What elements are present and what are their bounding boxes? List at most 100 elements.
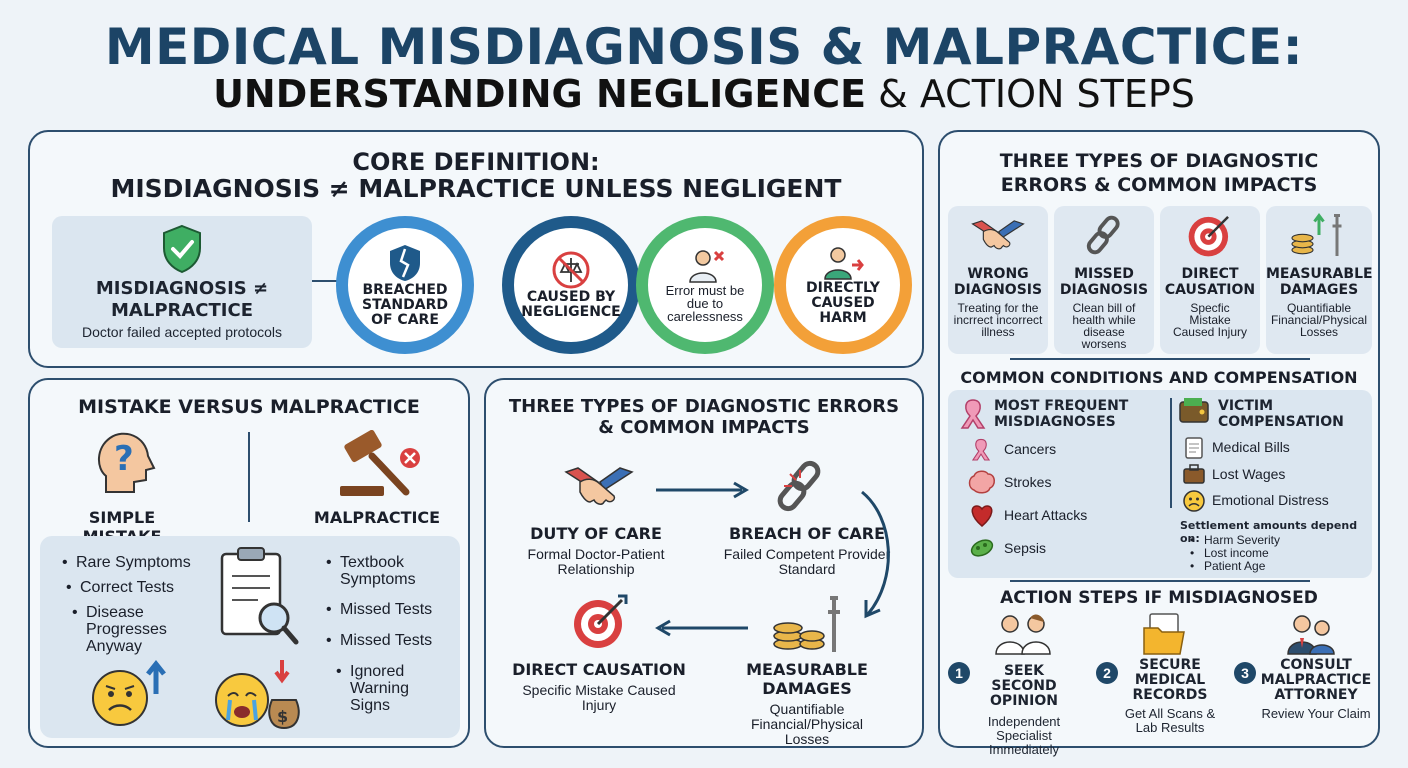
mistake-heading: MISTAKE VERSUS MALPRACTICE [78,396,420,418]
simple-mistake-list: Rare Symptoms Correct Tests Disease Prog… [62,554,212,655]
step-measurable-damages: MEASURABLE DAMAGES Quantifiable Financia… [712,660,902,747]
list-item: Harm Severity [1190,534,1280,548]
emotional-face-icon [1182,489,1206,513]
document-icon [1184,436,1204,460]
ring-breached-standard: BREACHED STANDARD OF CARE [336,216,474,354]
card-3-title: DIRECT CAUSATION [1164,266,1256,298]
column-divider [1170,398,1172,508]
list-item: Lost income [1190,547,1280,561]
broken-shield-icon [386,243,424,283]
right-heading-1: THREE TYPES OF DIAGNOSTIC [999,150,1319,172]
scales-prohibited-icon [551,250,591,290]
subtitle-bold: UNDERSTANDING NEGLIGENCE [213,72,867,116]
step-duty-of-care: DUTY OF CARE Formal Doctor-Patient Relat… [506,524,686,577]
step-breach-of-care: BREACH OF CARE Failed Competent Provider… [712,524,902,577]
action-secure-records: SECURE MEDICAL RECORDS Get All Scans & L… [1120,658,1220,735]
core-heading-2: MISDIAGNOSIS ≠ MALPRACTICE UNLESS NEGLIG… [110,174,842,203]
clipboard-magnifier-icon [218,546,300,650]
ring-directly-caused-harm: DIRECTLY CAUSED HARM [774,216,912,354]
subtitle-rest: & ACTION STEPS [866,72,1195,116]
handshake-icon [948,206,1048,252]
crying-money-icon: $ [214,656,314,732]
misdiagnosis-box-sub: Doctor failed accepted protocols [82,324,282,340]
card-4-sub: Quantifiable Financial/Physical Losses [1270,301,1368,339]
ring-1-text: BREACHED STANDARD OF CARE [362,281,448,328]
card-measurable-damages: MEASURABLE DAMAGES Quantifiable Financia… [1266,206,1373,354]
step-4-sub: Quantifiable Financial/Physical Losses [750,701,864,747]
list-item: Ignored Warning Signs [336,663,426,714]
list-item: Disease Progresses Anyway [72,604,182,655]
step-number-1: 1 [948,662,970,684]
card-2-sub: Clean bill of health while disease worse… [1072,301,1136,351]
page-subtitle: UNDERSTANDING NEGLIGENCE & ACTION STEPS [0,72,1408,116]
cycle-heading-1: THREE TYPES OF DIAGNOSTIC ERRORS [508,396,900,417]
step-number-2: 2 [1096,662,1118,684]
comp-item-medical-bills: Medical Bills [1212,439,1290,455]
list-item: Correct Tests [66,579,212,596]
folder-icon [1140,610,1188,658]
core-heading-1: CORE DEFINITION: [352,148,600,176]
ring-caused-by-negligence: CAUSED BY NEGLIGENCE [502,216,640,354]
freq-item-strokes: Strokes [1004,474,1052,490]
broken-chain-icon [770,456,830,516]
card-direct-causation: DIRECT CAUSATION Specfic Mistake Caused … [1160,206,1260,354]
action-1-sub: Independent Specialist Immediately [987,714,1061,757]
list-item: Rare Symptoms [62,554,212,571]
action-seek-second-opinion: SEEK SECOND OPINION Independent Speciali… [972,664,1076,757]
card-1-sub: Treating for the incrrect incorrect illn… [953,301,1043,339]
mistake-vs-malpractice-panel: MISTAKE VERSUS MALPRACTICE ? SIMPLE MIST… [28,378,470,748]
freq-item-sepsis: Sepsis [1004,540,1047,556]
action-3-sub: Review Your Claim [1261,706,1371,721]
shield-check-icon [160,224,204,274]
broken-chain-icon [1054,206,1154,258]
brain-icon [968,470,996,494]
conditions-box: MOST FREQUENT MISDIAGNOSES Cancers Strok… [948,390,1372,578]
action-3-title: CONSULT MALPRACTICE ATTORNEY [1260,657,1372,703]
conditions-heading: COMMON CONDITIONS AND COMPENSATION [960,368,1358,387]
section-divider-2 [1010,580,1310,582]
bacteria-icon [968,536,996,560]
head-question-icon: ? [92,428,156,496]
briefcase-icon [1182,463,1206,485]
step-4-title: MEASURABLE DAMAGES [746,660,868,698]
divider-line [248,432,250,522]
coins-crutch-icon [1266,206,1372,258]
comp-title: VICTIM COMPENSATION [1218,398,1344,430]
card-missed-diagnosis: MISSED DIAGNOSIS Clean bill of health wh… [1054,206,1154,354]
arrow-right [656,481,749,499]
cancer-ribbon-icon [970,436,992,462]
card-4-title: MEASURABLE DAMAGES [1266,266,1373,298]
malpractice-label: MALPRACTICE [313,508,441,527]
frowning-face-icon [90,658,170,728]
right-summary-panel: THREE TYPES OF DIAGNOSTIC ERRORS & COMMO… [938,130,1380,757]
misdiagnosis-box: MISDIAGNOSIS ≠ MALPRACTICE Doctor failed… [52,216,312,348]
section-divider [1010,358,1310,360]
settle-list: Harm Severity Lost income Patient Age [1190,534,1280,574]
doctors-icon [990,612,1056,656]
comp-item-emotional-distress: Emotional Distress [1212,492,1329,508]
gavel-icon [336,430,428,500]
list-item: Patient Age [1190,560,1280,574]
arrow-curve-down [861,490,890,619]
wallet-icon [1178,396,1210,424]
malpractice-list: Textbook Symptoms Missed Tests Missed Te… [326,554,456,714]
ring-carelessness: Error must be due to carelessness [636,216,774,354]
core-definition-panel: CORE DEFINITION: MISDIAGNOSIS ≠ MALPRACT… [28,130,924,368]
card-wrong-diagnosis: WRONG DIAGNOSIS Treating for the incrrec… [948,206,1048,354]
diagnostic-errors-cycle-panel: THREE TYPES OF DIAGNOSTIC ERRORS & COMMO… [484,378,924,748]
step-direct-causation: DIRECT CAUSATION Specific Mistake Caused… [504,660,694,713]
step-3-sub: Specific Mistake Caused Injury [522,682,676,713]
card-3-sub: Specfic Mistake Caused Injury [1172,301,1248,339]
action-consult-attorney: CONSULT MALPRACTICE ATTORNEY Review Your… [1258,658,1374,721]
connector-line [312,280,342,282]
patient-arrow-icon [822,245,864,281]
right-heading-2: ERRORS & COMMON IMPACTS [1000,174,1318,196]
step-2-sub: Failed Competent Provider Standard [723,546,891,577]
mistake-compare-box: Rare Symptoms Correct Tests Disease Prog… [40,536,460,738]
ring-2-text: CAUSED BY NEGLIGENCE [521,289,621,320]
svg-text:$: $ [277,707,288,726]
ring-4-text: DIRECTLY CAUSED HARM [806,279,880,326]
list-item: Textbook Symptoms [326,554,456,588]
list-item: Missed Tests [326,632,456,649]
ribbon-icon [958,396,988,430]
